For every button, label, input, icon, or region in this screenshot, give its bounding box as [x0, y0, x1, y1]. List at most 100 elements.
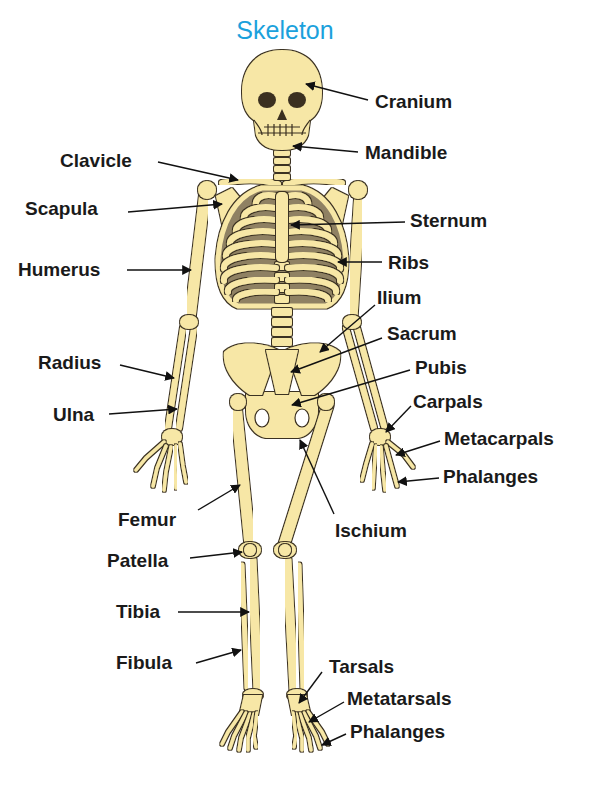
bone-label: Patella: [107, 551, 168, 570]
leader-line: [396, 441, 440, 455]
bone-label: Humerus: [18, 260, 100, 279]
bone-label: Pubis: [415, 358, 467, 377]
fibula: [242, 565, 247, 688]
nasal-cavity: [277, 109, 287, 120]
vertebra: [274, 166, 290, 172]
femur: [236, 405, 250, 545]
leader-line: [190, 552, 242, 558]
finger: [164, 447, 171, 490]
legs: [236, 405, 328, 690]
foot-bones: [222, 712, 328, 750]
vertebra: [272, 338, 292, 346]
humerus: [352, 192, 360, 318]
finger: [136, 442, 164, 470]
bone-label: Sacrum: [387, 324, 457, 343]
tibia: [287, 560, 294, 690]
bone-label: Ulna: [53, 405, 94, 424]
leader-line: [293, 146, 358, 152]
bone-label: Ribs: [388, 253, 429, 272]
eye-socket: [288, 92, 306, 108]
obturator-foramen: [255, 409, 269, 427]
toe: [293, 713, 296, 747]
clavicle: [222, 180, 278, 184]
toe: [254, 713, 257, 747]
leader-line: [386, 406, 411, 432]
leader-line: [309, 702, 344, 722]
leader-line: [291, 222, 405, 225]
cervical-spine: [274, 150, 290, 180]
finger: [381, 447, 385, 490]
femur: [284, 405, 328, 545]
tibia: [252, 560, 258, 690]
finger: [373, 446, 376, 488]
bone-label: Phalanges: [350, 722, 445, 741]
clavicle: [286, 180, 342, 184]
ribcage: [218, 188, 346, 306]
finger: [386, 446, 397, 486]
patella: [244, 544, 256, 556]
bone-label: Sternum: [410, 211, 487, 230]
clavicles: [222, 180, 342, 184]
bone-label: Radius: [38, 353, 101, 372]
eye-socket: [258, 92, 276, 108]
leader-line: [291, 338, 382, 372]
patella: [279, 544, 291, 556]
hand-bones: [136, 442, 413, 490]
leader-line: [398, 478, 439, 482]
vertebra: [272, 308, 292, 316]
bone-label: Metacarpals: [444, 429, 554, 448]
rib: [288, 291, 328, 300]
leader-line: [300, 440, 334, 514]
femoral-head: [230, 394, 246, 410]
vertebra: [274, 158, 290, 164]
humerus: [190, 192, 205, 318]
tarsals: [240, 695, 310, 715]
bone-label: Carpals: [413, 392, 483, 411]
bone-label: Phalanges: [443, 467, 538, 486]
diagram-title: Skeleton: [236, 18, 333, 43]
bone-label: Scapula: [25, 199, 98, 218]
leader-line: [320, 305, 375, 352]
leader-line: [306, 84, 368, 100]
vertebra: [272, 318, 292, 326]
elbow: [343, 315, 361, 329]
leader-line: [120, 365, 174, 378]
leader-line: [292, 370, 410, 405]
leader-line: [178, 611, 249, 612]
leader-line: [322, 734, 346, 745]
finger: [180, 444, 186, 482]
vertebra: [274, 174, 290, 180]
vertebra: [272, 328, 292, 336]
lumbar-spine: [272, 308, 292, 346]
leader-line: [109, 409, 177, 414]
bone-label: Tibia: [116, 602, 160, 621]
elbow: [180, 315, 198, 329]
arm-joints: [162, 181, 390, 445]
fibula: [299, 565, 303, 688]
bone-label: Fibula: [116, 653, 172, 672]
sacrum: [266, 350, 298, 394]
bone-label: Metatarsals: [347, 689, 452, 708]
jaw-line: [254, 120, 262, 135]
finger: [175, 446, 176, 488]
finger: [362, 444, 372, 480]
bone-label: Cranium: [375, 92, 452, 111]
skull: [242, 50, 322, 150]
pelvic-ring: [246, 392, 318, 438]
leader-line: [338, 261, 382, 262]
knee: [274, 542, 296, 558]
leader-line: [198, 485, 240, 510]
leader-line: [158, 162, 238, 180]
bone-label: Femur: [118, 510, 176, 529]
sternum: [276, 192, 288, 262]
bone-label: Ischium: [335, 521, 407, 540]
ulna: [179, 328, 194, 428]
arms: [168, 192, 384, 428]
vertebra: [274, 150, 290, 156]
vertebra: [275, 295, 289, 303]
bone-label: Mandible: [365, 143, 447, 162]
rib: [236, 291, 276, 300]
leader-line: [196, 650, 241, 663]
